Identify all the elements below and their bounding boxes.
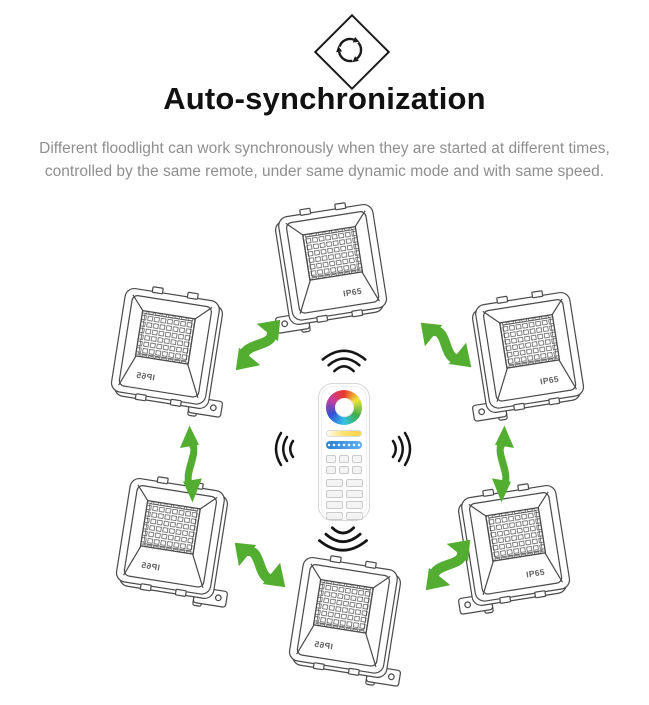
floodlight-lower-left: IP65 xyxy=(108,476,235,611)
zone-button xyxy=(325,479,343,488)
signal-wave-up-icon xyxy=(316,346,372,375)
signal-wave-left-icon xyxy=(271,431,297,467)
cct-slider xyxy=(326,429,362,438)
sync-arrow-bottom-lowerright xyxy=(425,539,471,591)
floodlight-upper-left: IP65 xyxy=(103,286,230,421)
ip-rating-label: IP65 xyxy=(313,639,333,652)
ip-rating-label: IP65 xyxy=(140,560,160,573)
ip-rating-label: IP65 xyxy=(342,286,362,299)
zone-button xyxy=(345,501,363,510)
function-buttons xyxy=(326,455,362,475)
floodlight-bottom: IP65 xyxy=(281,555,408,690)
zone-button xyxy=(345,479,363,488)
brightness-slider xyxy=(326,441,362,450)
sync-arrow-lowerleft-bottom xyxy=(234,542,286,588)
sync-arrow-left xyxy=(180,425,202,503)
zone-button xyxy=(325,490,343,499)
ip-rating-label: IP65 xyxy=(135,370,155,383)
remote-button xyxy=(352,466,362,475)
color-wheel xyxy=(326,390,362,425)
page-title: Auto-synchronization xyxy=(163,81,486,116)
sync-arrow-top-upperright xyxy=(420,322,472,368)
zone-buttons xyxy=(325,479,363,521)
page-description: Different floodlight can work synchronou… xyxy=(39,140,610,180)
floodlight-lower-right: IP65 xyxy=(451,483,578,618)
auto-sync-icon xyxy=(312,12,391,91)
remote-control xyxy=(318,383,370,521)
sync-arrow-upperleft-top xyxy=(235,319,281,371)
floodlight-upper-right: IP65 xyxy=(465,290,592,425)
floodlight-top: IP65 xyxy=(268,202,395,337)
recycle-arrows-icon xyxy=(332,35,368,67)
ip-rating-label: IP65 xyxy=(525,567,545,580)
remote-button xyxy=(339,455,349,464)
sync-arrow-right xyxy=(492,425,514,503)
signal-wave-down-icon xyxy=(313,523,373,556)
zone-button xyxy=(325,512,343,521)
remote-button xyxy=(326,466,336,475)
zone-button xyxy=(325,501,343,510)
zone-button xyxy=(345,490,363,499)
signal-wave-right-icon xyxy=(389,431,415,467)
zone-button xyxy=(345,512,363,521)
remote-button xyxy=(352,455,362,464)
remote-button xyxy=(339,466,349,475)
ip-rating-label: IP65 xyxy=(539,374,559,387)
remote-button xyxy=(326,455,336,464)
